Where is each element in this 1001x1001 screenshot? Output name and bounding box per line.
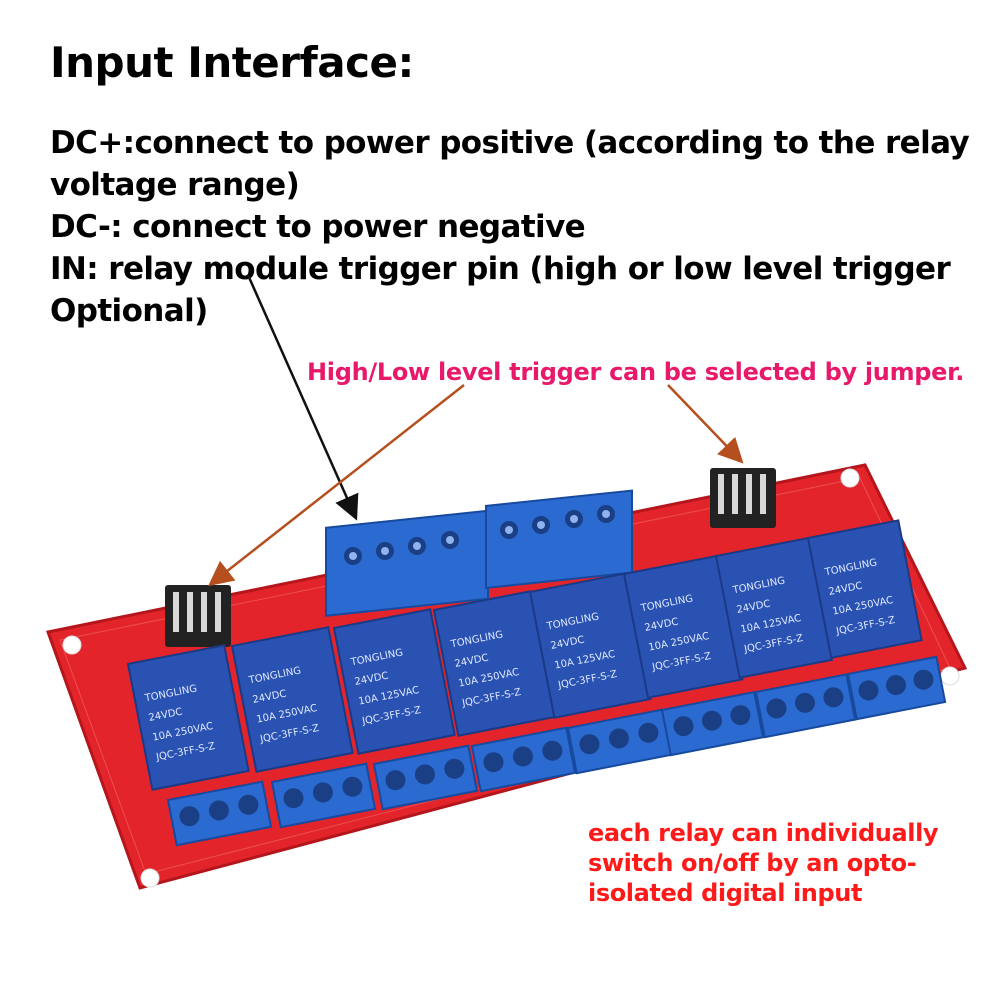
- relay: TONGLING 24VDC 10A 125VAC JQC-3FF-S-Z: [528, 572, 652, 719]
- mount-hole: [840, 468, 860, 488]
- mount-hole: [62, 635, 82, 655]
- relay-row: TONGLING 24VDC 10A 250VAC JQC-3FF-S-Z TO…: [126, 519, 923, 791]
- relay: TONGLING 24VDC 10A 250VAC JQC-3FF-S-Z: [126, 644, 250, 791]
- isolation-annotation: each relay can individually switch on/of…: [588, 819, 939, 907]
- relay: TONGLING 24VDC 10A 250VAC JQC-3FF-S-Z: [622, 554, 744, 699]
- jumper-left: [165, 585, 231, 647]
- relay: TONGLING 24VDC 10A 250VAC JQC-3FF-S-Z: [230, 626, 354, 773]
- jumper-annotation: High/Low level trigger can be selected b…: [307, 358, 965, 386]
- jumper-right: [710, 468, 776, 528]
- relay: TONGLING 24VDC 10A 125VAC JQC-3FF-S-Z: [332, 608, 456, 755]
- output-terminal-row: [166, 655, 947, 847]
- arrow-jumper-left: [208, 384, 465, 587]
- input-terminal-blocks: [325, 489, 633, 617]
- relay: TONGLING 24VDC 10A 250VAC JQC-3FF-S-Z: [432, 590, 556, 737]
- arrow-jumper-right: [667, 384, 744, 464]
- dc-plus-description: DC+:connect to power positive (according…: [50, 125, 970, 203]
- in-description: IN: relay module trigger pin (high or lo…: [50, 251, 951, 329]
- mount-hole: [940, 666, 960, 686]
- relay: TONGLING 24VDC 10A 250VAC JQC-3FF-S-Z: [806, 519, 923, 659]
- arrow-in-pin: [246, 274, 359, 521]
- mount-hole: [140, 868, 160, 888]
- interface-description: DC+:connect to power positive (according…: [50, 122, 970, 332]
- page-title: Input Interface:: [50, 38, 414, 87]
- relay: TONGLING 24VDC 10A 125VAC JQC-3FF-S-Z: [714, 536, 834, 679]
- dc-minus-description: DC-: connect to power negative: [50, 209, 586, 245]
